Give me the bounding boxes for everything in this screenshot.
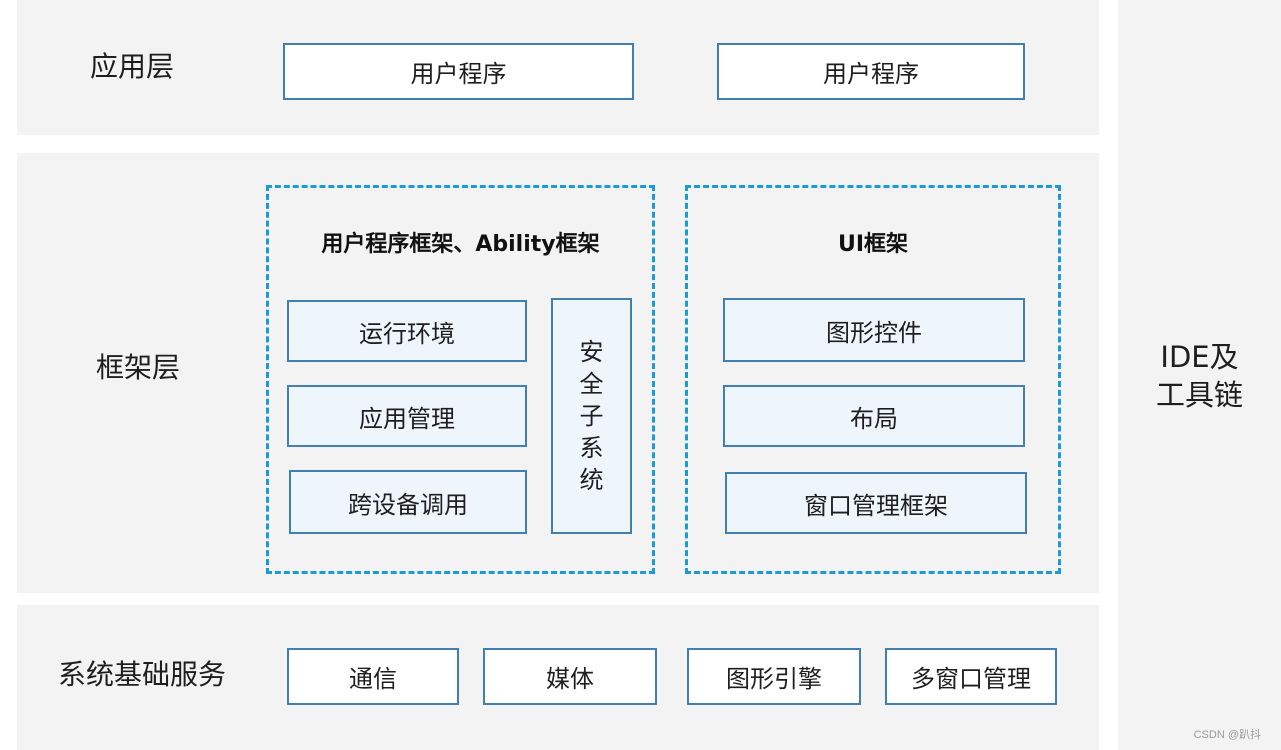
user-program-box-1: 用户程序 (283, 43, 634, 100)
security-char-2: 全 (579, 370, 604, 398)
ide-band (1118, 0, 1281, 750)
security-char-1: 安 (579, 338, 604, 366)
multi-window-management-box: 多窗口管理 (885, 648, 1057, 705)
window-management-framework-box: 窗口管理框架 (725, 472, 1027, 534)
ide-label: IDE及 工具链 (1118, 338, 1281, 414)
ide-label-line-2: 工具链 (1155, 378, 1243, 412)
communication-box: 通信 (287, 648, 459, 705)
runtime-environment-box: 运行环境 (287, 300, 527, 362)
app-management-box: 应用管理 (287, 385, 527, 447)
security-char-3: 子 (579, 402, 604, 430)
graphic-controls-box: 图形控件 (723, 298, 1025, 362)
ide-label-line-1: IDE及 (1160, 340, 1239, 374)
app-framework-title: 用户程序框架、Ability框架 (321, 232, 600, 257)
cross-device-call-box: 跨设备调用 (289, 470, 527, 534)
graphics-engine-box: 图形引擎 (687, 648, 861, 705)
ui-framework-group: UI框架 (685, 185, 1061, 574)
app-framework-group: 用户程序框架、Ability框架 (266, 185, 655, 574)
system-services-layer-label: 系统基础服务 (58, 658, 227, 691)
media-box: 媒体 (483, 648, 657, 705)
security-char-5: 统 (579, 466, 604, 494)
watermark: CSDN @趴抖 (1193, 729, 1261, 741)
security-char-4: 系 (579, 434, 604, 462)
user-program-box-2: 用户程序 (717, 43, 1025, 100)
application-layer-label: 应用层 (90, 50, 175, 83)
framework-layer-label: 框架层 (96, 351, 181, 384)
layout-box: 布局 (723, 385, 1025, 447)
security-subsystem-box: 安 全 子 系 统 (551, 298, 632, 534)
ui-framework-title: UI框架 (837, 232, 909, 257)
